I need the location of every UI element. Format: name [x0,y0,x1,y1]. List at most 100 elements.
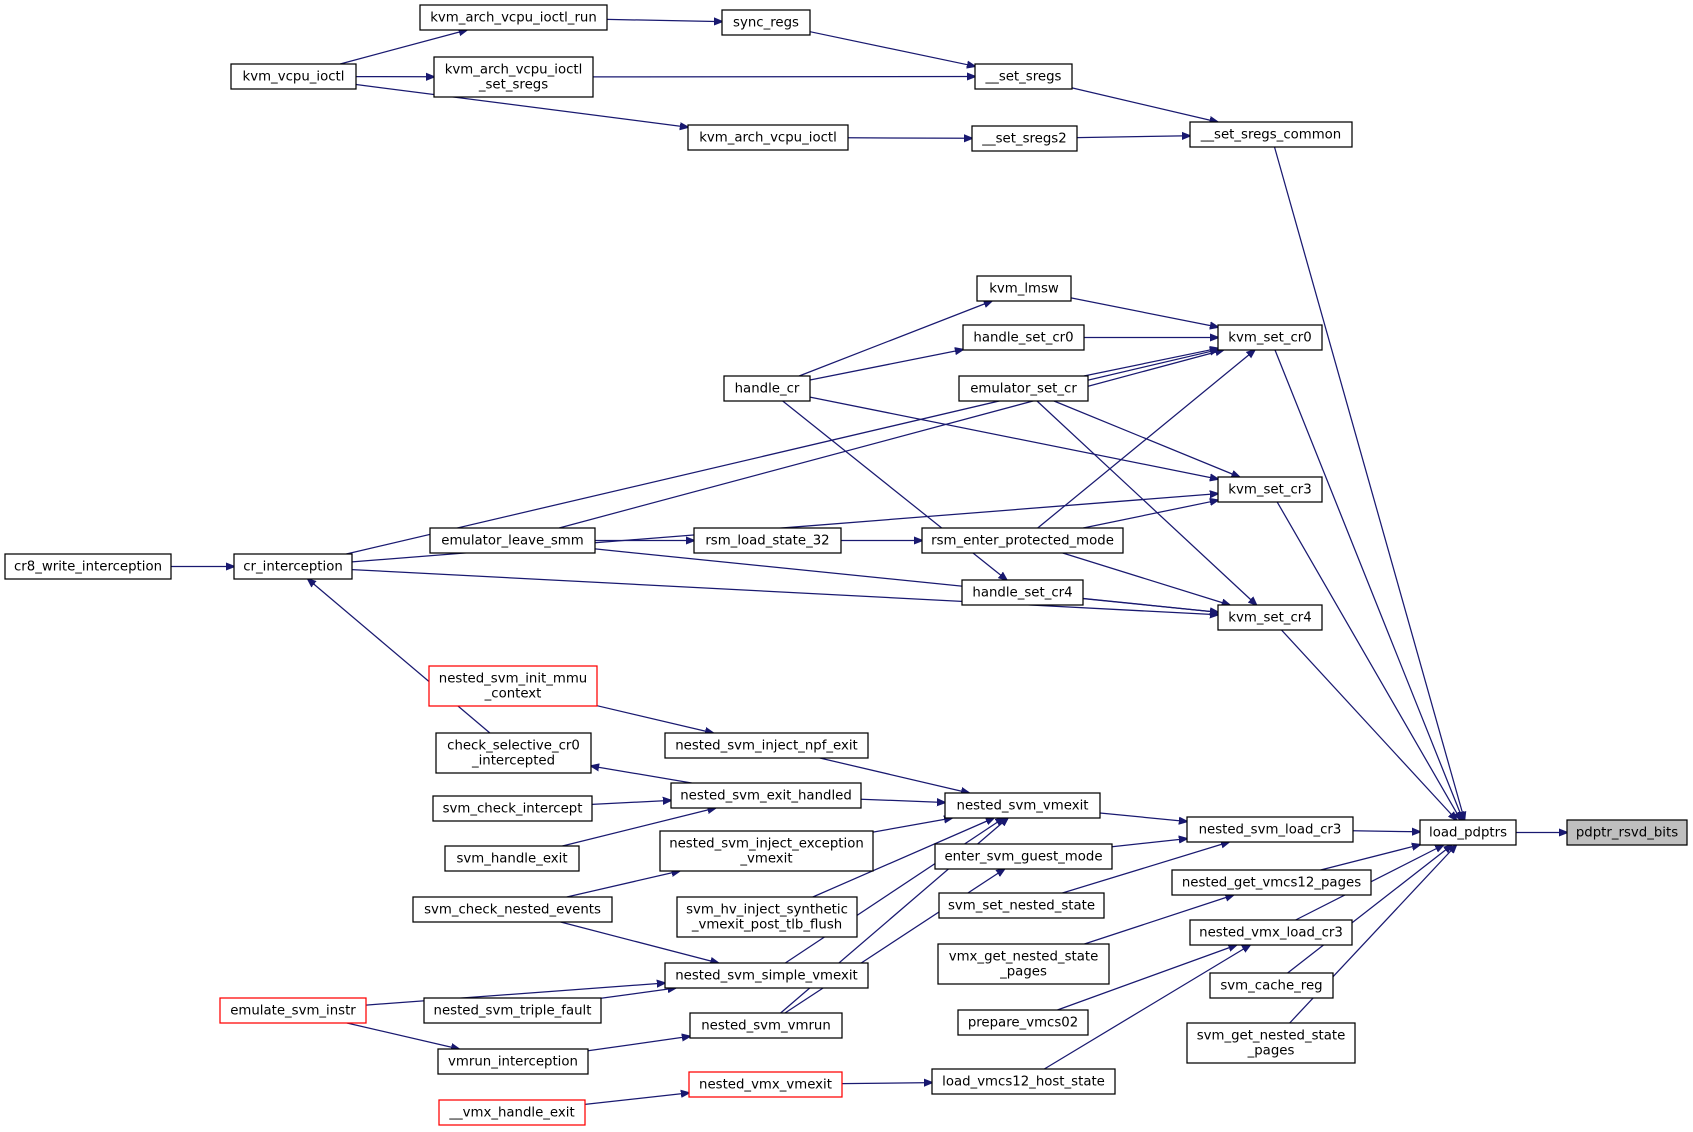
node-handle-set-cr4[interactable]: handle_set_cr4 [961,579,1084,606]
node-box [433,56,594,98]
node-svm-cache-reg[interactable]: svm_cache_reg [1209,972,1334,999]
node-label: svm_handle_exit [456,852,567,867]
edge-handle_cr-to-kvm_set_cr3 [809,396,1218,479]
edge-handle_cr-to-handle_set_cr4 [782,400,1007,580]
node-nested-vmx-vmexit[interactable]: nested_vmx_vmexit [688,1071,843,1098]
node-vmrun-interception[interactable]: vmrun_interception [437,1048,589,1075]
node-label: _intercepted [471,754,555,769]
node-kvm-set-cr4[interactable]: kvm_set_cr4 [1217,604,1323,631]
node-label: kvm_arch_vcpu_ioctl_run [430,11,597,26]
node-nested-svm-init-mmu-context[interactable]: nested_svm_init_mmu_context [428,665,598,707]
node-cr8-write-interception[interactable]: cr8_write_interception [4,553,172,580]
node-svm-handle-exit[interactable]: svm_handle_exit [444,845,580,872]
node-nested-svm-vmrun[interactable]: nested_svm_vmrun [689,1012,843,1039]
node-nested-svm-vmexit[interactable]: nested_svm_vmexit [944,792,1101,819]
edge-kvm_vcpu_ioctl-to-kvm_arch_vcpu_ioctl_run [339,30,467,65]
node-box [429,527,596,554]
node-pdptr-rsvd-bits[interactable]: pdptr_rsvd_bits [1566,819,1688,846]
node-kvm-vcpu-ioctl[interactable]: kvm_vcpu_ioctl [230,63,357,90]
node---set-sregs2[interactable]: __set_sregs2 [971,125,1078,152]
node-label: nested_vmx_load_cr3 [1199,926,1343,941]
edge-vmx_get_nested_state_pages-to-nested_get_vmcs12_pages [1084,895,1233,945]
node-box [938,892,1105,919]
node-emulate-svm-instr[interactable]: emulate_svm_instr [219,997,367,1024]
edge-load_vmcs12_host_state-to-nested_vmx_load_cr3 [1043,945,1250,1070]
node-label: nested_svm_triple_fault [434,1004,592,1019]
node-label: nested_svm_load_cr3 [1199,823,1342,838]
node-box [971,125,1078,152]
edge-cr_interception-to-kvm_set_cr0 [346,350,1218,555]
node-nested-svm-inject-exception-vmexit[interactable]: nested_svm_inject_exception_vmexit [659,830,874,872]
edge-__set_sregs_common-to-load_pdptrs [1273,146,1465,820]
node-enter-svm-guest-mode[interactable]: enter_svm_guest_mode [934,843,1113,870]
node-box [937,943,1110,985]
node-label: __set_sregs [985,70,1062,85]
node-label: nested_get_vmcs12_pages [1182,876,1361,891]
edge-handle_cr-to-kvm_lmsw [798,301,992,377]
node-label: __set_sregs_common [1200,128,1341,143]
edge-nested_svm_init_mmu_context-to-nested_svm_inject_npf_exit [596,705,713,733]
node-kvm-arch-vcpu-ioctl-run[interactable]: kvm_arch_vcpu_ioctl_run [419,4,608,31]
node-kvm-lmsw[interactable]: kvm_lmsw [976,275,1072,302]
node-box [1186,816,1354,843]
node-svm-check-intercept[interactable]: svm_check_intercept [432,795,593,822]
node-kvm-set-cr3[interactable]: kvm_set_cr3 [1217,476,1323,503]
node-check-selective-cr0-intercepted[interactable]: check_selective_cr0_intercepted [435,732,592,774]
node-rsm-enter-protected-mode[interactable]: rsm_enter_protected_mode [921,527,1124,554]
edge-rsm_enter_protected_mode-to-kvm_set_cr4 [1062,552,1230,605]
node-load-vmcs12-host-state[interactable]: load_vmcs12_host_state [931,1068,1116,1095]
edge-kvm_lmsw-to-kvm_set_cr0 [1070,297,1218,327]
node-kvm-set-cr0[interactable]: kvm_set_cr0 [1217,324,1323,351]
edge-svm_handle_exit-to-nested_svm_exit_handled [562,808,715,847]
node-box [689,1012,843,1039]
node-vmx-get-nested-state-pages[interactable]: vmx_get_nested_state_pages [937,943,1110,985]
node-kvm-arch-vcpu-ioctl-set-sregs[interactable]: kvm_arch_vcpu_ioctl_set_sregs [433,56,594,98]
node-kvm-arch-vcpu-ioctl[interactable]: kvm_arch_vcpu_ioctl [687,124,849,151]
node-label: nested_vmx_vmexit [699,1078,832,1093]
edge-prepare_vmcs02-to-nested_vmx_load_cr3 [1057,945,1236,1011]
node-nested-get-vmcs12-pages[interactable]: nested_get_vmcs12_pages [1171,869,1372,896]
node-nested-svm-simple-vmexit[interactable]: nested_svm_simple_vmexit [664,962,869,989]
node---set-sregs[interactable]: __set_sregs [974,63,1073,90]
node-label: cr_interception [243,560,343,575]
edge-svm_check_nested_events-to-nested_svm_inject_exception_vmexit [566,871,680,898]
node-box [688,1071,843,1098]
node-emulator-set-cr[interactable]: emulator_set_cr [958,375,1089,402]
node---set-sregs-common[interactable]: __set_sregs_common [1189,121,1353,148]
node-cr-interception[interactable]: cr_interception [233,553,353,580]
node-box [723,375,811,402]
node-prepare-vmcs02[interactable]: prepare_vmcs02 [957,1009,1089,1036]
node-handle-cr[interactable]: handle_cr [723,375,811,402]
node-box [961,579,1084,606]
node-label: kvm_vcpu_ioctl [243,70,345,85]
edge-nested_svm_exit_handled-to-nested_svm_vmexit [860,799,945,802]
node-svm-set-nested-state[interactable]: svm_set_nested_state [938,892,1105,919]
node-nested-vmx-load-cr3[interactable]: nested_vmx_load_cr3 [1189,919,1353,946]
node-box [230,63,357,90]
node-sync-regs[interactable]: sync_regs [721,9,811,36]
edge-kvm_arch_vcpu_ioctl-to-__set_sregs2 [847,138,972,139]
node-label: __vmx_handle_exit [448,1106,574,1121]
node-label: kvm_lmsw [989,282,1059,297]
node-handle-set-cr0[interactable]: handle_set_cr0 [962,324,1085,351]
node-load-pdptrs[interactable]: load_pdptrs [1419,819,1517,846]
node-emulator-leave-smm[interactable]: emulator_leave_smm [429,527,596,554]
node-nested-svm-triple-fault[interactable]: nested_svm_triple_fault [423,997,602,1024]
edge-__vmx_handle_exit-to-nested_vmx_vmexit [584,1093,689,1106]
node-nested-svm-exit-handled[interactable]: nested_svm_exit_handled [670,782,862,809]
node-svm-hv-inject-synthetic-vmexit-post-tlb-flush[interactable]: svm_hv_inject_synthetic_vmexit_post_tlb_… [676,896,858,938]
node-nested-svm-inject-npf-exit[interactable]: nested_svm_inject_npf_exit [664,732,869,759]
edge-rsm_enter_protected_mode-to-kvm_set_cr3 [1083,500,1218,529]
node-svm-check-nested-events[interactable]: svm_check_nested_events [412,896,613,923]
node-rsm-load-state-32[interactable]: rsm_load_state_32 [693,527,842,554]
edge-handle_cr-to-handle_set_cr0 [809,350,963,381]
edge-svm_set_nested_state-to-nested_svm_load_cr3 [1062,842,1229,894]
node-box [676,896,858,938]
node-box [721,9,811,36]
node-box [944,792,1101,819]
node-nested-svm-load-cr3[interactable]: nested_svm_load_cr3 [1186,816,1354,843]
node---vmx-handle-exit[interactable]: __vmx_handle_exit [438,1099,586,1126]
node-box [1189,121,1353,148]
node-label: prepare_vmcs02 [968,1016,1078,1031]
node-svm-get-nested-state-pages[interactable]: svm_get_nested_state_pages [1186,1022,1356,1064]
